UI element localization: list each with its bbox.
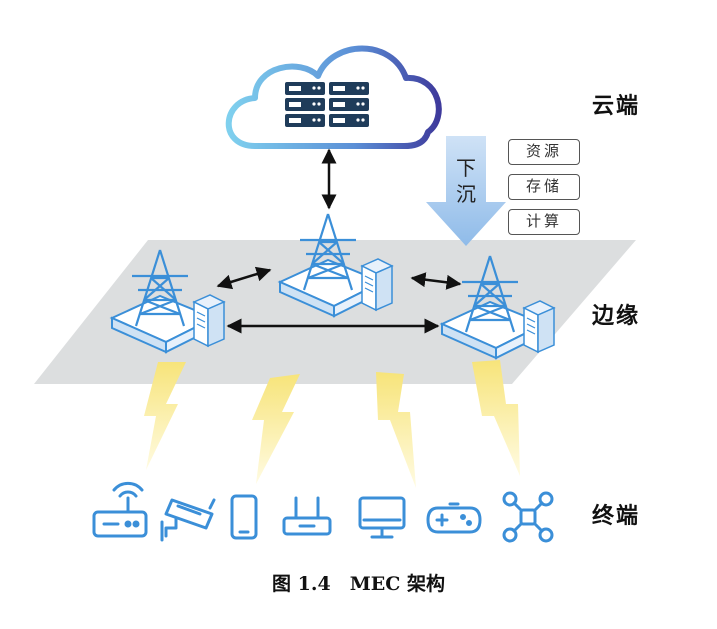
link-center-right	[410, 272, 462, 290]
bolt-3	[376, 372, 416, 488]
drone-icon	[502, 491, 554, 543]
gamepad-icon	[426, 502, 482, 534]
wifi-router-icon	[282, 496, 332, 536]
tower-right-icon	[439, 255, 556, 360]
tier-label-terminal: 终端	[592, 504, 641, 529]
router-icon	[92, 481, 148, 538]
tag-compute: 计算	[508, 209, 580, 235]
bolt-1	[144, 362, 186, 470]
tier-label-edge: 边缘	[592, 304, 641, 329]
offload-text-2: 沉	[456, 182, 476, 206]
monitor-icon	[358, 496, 406, 539]
bolt-4	[472, 360, 520, 476]
tag-storage: 存储	[508, 174, 580, 200]
link-left-center	[216, 266, 272, 290]
bolt-2	[252, 374, 300, 484]
offload-text-1: 下	[456, 156, 476, 180]
tier-label-cloud: 云端	[592, 94, 641, 119]
tower-center-icon	[277, 213, 394, 318]
wireless-links	[144, 360, 520, 488]
figure-caption: 图 1.4 MEC 架构	[272, 573, 445, 595]
camera-icon	[160, 498, 216, 542]
phone-icon	[230, 494, 258, 540]
tower-left-icon	[109, 249, 226, 354]
tag-resource: 资源	[508, 139, 580, 165]
offload-arrow	[426, 136, 506, 246]
cloud-server-icon	[225, 45, 442, 149]
